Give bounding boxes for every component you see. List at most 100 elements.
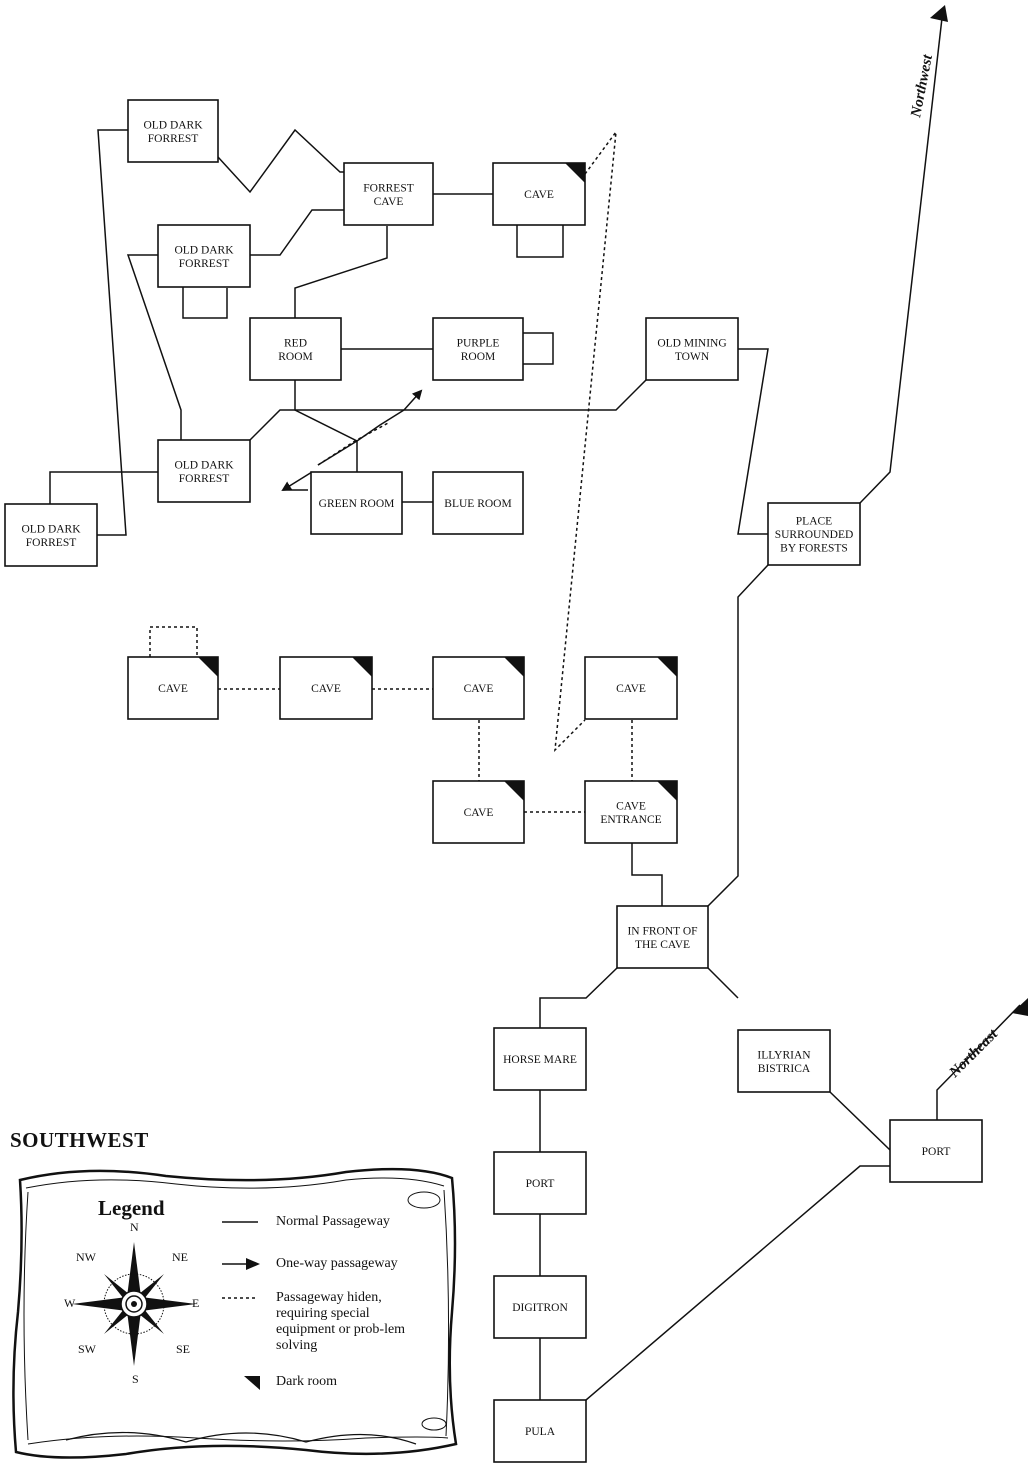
legend-title: Legend xyxy=(98,1196,165,1220)
passage xyxy=(217,128,344,194)
room-label-line: OLD DARK xyxy=(174,244,234,256)
room-label-line: ENTRANCE xyxy=(600,814,661,826)
dotted-line-icon xyxy=(222,1297,258,1299)
room-pula: PULA xyxy=(493,1399,587,1463)
room-label-line: CAVE xyxy=(464,807,494,819)
room-label-line: OLD DARK xyxy=(143,119,203,131)
room-cave4: CAVE xyxy=(584,656,678,720)
passage xyxy=(859,17,943,504)
legend-item-hidden: Passageway hiden, requiring special equi… xyxy=(218,1290,426,1354)
passage xyxy=(294,380,358,472)
hidden-passage xyxy=(554,129,618,753)
room-label-line: BY FORESTS xyxy=(780,543,848,555)
room-cave1: CAVE xyxy=(127,656,219,720)
room-label-line: OLD DARK xyxy=(174,459,234,471)
oneway-dash xyxy=(317,421,391,466)
room-label-line: ROOM xyxy=(278,351,313,363)
room-label-line: PLACE xyxy=(796,516,832,528)
room-label-line: PULA xyxy=(525,1426,556,1438)
passage xyxy=(523,332,554,365)
room-label-line: TOWN xyxy=(675,351,710,363)
passage xyxy=(294,226,388,318)
passage xyxy=(737,348,769,535)
room-odf2: OLD DARK FORREST xyxy=(157,224,251,288)
dark-room-triangle-icon xyxy=(504,657,524,677)
passage xyxy=(249,379,647,441)
room-label-line: THE CAVE xyxy=(635,939,690,951)
room-green-room: GREEN ROOM xyxy=(310,471,403,535)
room-label-line: IN FRONT OF xyxy=(627,925,697,937)
room-label-line: CAVE xyxy=(524,189,554,201)
compass-rose-icon xyxy=(72,1242,196,1366)
legend-item-normal: Normal Passageway xyxy=(218,1214,426,1230)
legend-item-label: Passageway hiden, requiring special equi… xyxy=(276,1290,406,1353)
dark-room-triangle-icon xyxy=(198,657,218,677)
legend-panel: Legend N NE E SE S SW W NW Normal Passag… xyxy=(6,1162,462,1462)
hidden-passage xyxy=(149,626,198,657)
oneway-arrow xyxy=(403,389,423,411)
passage xyxy=(97,129,128,536)
legend-scroll-frame xyxy=(12,1167,458,1459)
room-odf1: OLD DARK FORREST xyxy=(127,99,219,163)
legend-item-label: Dark room xyxy=(276,1374,338,1389)
room-in-front-cave: IN FRONT OF THE CAVE xyxy=(616,905,709,969)
passage xyxy=(585,1165,890,1401)
dark-room-triangle-icon xyxy=(504,781,524,801)
room-horse-mare: HORSE MARE xyxy=(493,1027,587,1091)
oneway-arrow xyxy=(281,471,313,492)
room-label-line: FORREST xyxy=(148,133,199,145)
room-label-line: ILLYRIAN xyxy=(757,1049,811,1061)
room-cave5: CAVE xyxy=(432,780,525,844)
room-label-line: CAVE xyxy=(616,683,646,695)
passage xyxy=(126,254,182,440)
compass-s: S xyxy=(132,1372,139,1386)
passage xyxy=(49,471,158,504)
compass-se: SE xyxy=(176,1342,191,1356)
passage xyxy=(829,1091,891,1151)
room-label-line: CAVE xyxy=(616,800,646,812)
room-odf4: OLD DARK FORREST xyxy=(4,503,98,567)
room-label-line: CAVE xyxy=(464,683,494,695)
compass-w: W xyxy=(64,1296,76,1310)
room-label-line: SURROUNDED xyxy=(775,529,854,541)
room-label-line: FORREST xyxy=(26,537,77,549)
legend-item-label: Normal Passageway xyxy=(276,1214,390,1229)
compass-nw: NW xyxy=(76,1250,96,1264)
room-label-line: PURPLE xyxy=(457,337,500,349)
room-label-line: DIGITRON xyxy=(512,1302,568,1314)
one-way-passageways xyxy=(281,389,423,492)
dark-room-triangle-icon xyxy=(657,657,677,677)
compass-ne: NE xyxy=(172,1250,188,1264)
room-old-mining-town: OLD MINING TOWN xyxy=(645,317,739,381)
room-label-line: CAVE xyxy=(374,196,404,208)
solid-line-icon xyxy=(222,1221,258,1223)
region-title: SOUTHWEST xyxy=(10,1128,149,1152)
room-label-line: OLD MINING xyxy=(657,337,726,349)
room-label-line: OLD DARK xyxy=(21,523,81,535)
room-label-line: FORREST xyxy=(179,258,230,270)
arrow-icon xyxy=(222,1258,260,1270)
room-label-line: HORSE MARE xyxy=(503,1054,577,1066)
passage xyxy=(936,1004,1021,1120)
room-label-line: ROOM xyxy=(461,351,496,363)
room-cave-top: CAVE xyxy=(492,162,586,226)
compass-e: E xyxy=(192,1296,200,1310)
room-label-line: PORT xyxy=(526,1178,555,1190)
legend-item-dark: Dark room xyxy=(218,1374,426,1390)
passage xyxy=(707,564,769,907)
northwest-arrow-icon xyxy=(930,5,948,22)
room-label-line: PORT xyxy=(922,1146,951,1158)
room-label-line: BLUE ROOM xyxy=(444,498,511,510)
passage xyxy=(250,209,344,256)
northeast-label: Northeast xyxy=(946,1026,1002,1082)
passage xyxy=(539,967,618,1028)
northeast-arrow-icon xyxy=(1012,998,1028,1016)
passage xyxy=(516,225,564,258)
room-label-line: RED xyxy=(284,337,307,349)
room-cave2: CAVE xyxy=(279,656,373,720)
passage xyxy=(182,258,228,319)
